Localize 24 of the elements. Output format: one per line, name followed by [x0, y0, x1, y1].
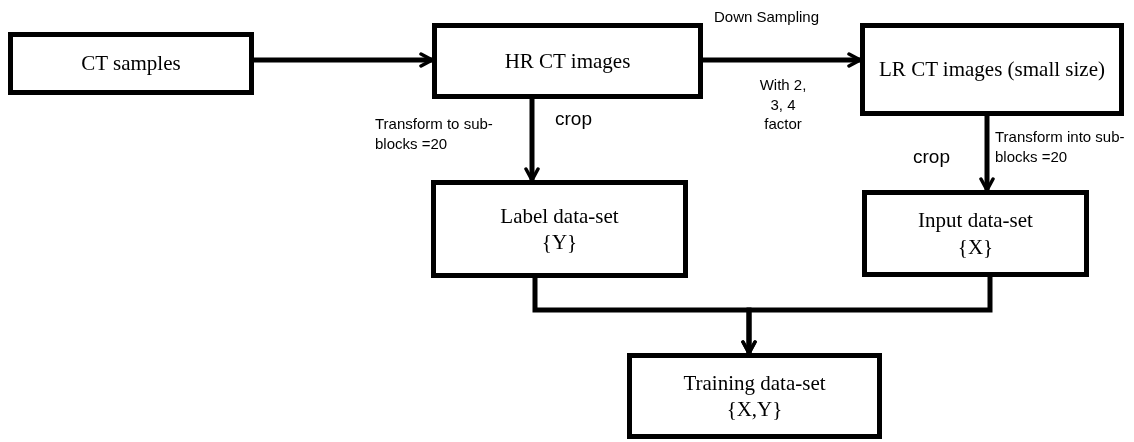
box-text: {X}	[957, 233, 994, 260]
annotation-text: Transform to sub-blocks =20	[375, 114, 494, 153]
process-box	[627, 353, 882, 439]
arrow	[524, 99, 540, 182]
process-box	[432, 23, 703, 99]
process-box	[860, 23, 1124, 116]
arrow	[979, 116, 995, 192]
box-text: CT samples	[81, 50, 181, 77]
process-box	[862, 190, 1089, 277]
arrow	[254, 52, 434, 68]
box-text: {Y}	[541, 229, 578, 256]
box-text: {X,Y}	[726, 396, 783, 423]
box-text: HR CT images	[504, 47, 631, 75]
box-text: Training data-set	[683, 369, 826, 396]
process-box	[8, 32, 254, 95]
edge-label: Down Sampling	[714, 8, 820, 25]
box-text: Input data-set	[918, 207, 1033, 234]
arrow	[703, 52, 862, 68]
box-text: LR CT images (small size)	[879, 56, 1105, 83]
annotation-text: With 2, 3, 4 factor	[758, 75, 808, 134]
process-box	[431, 180, 688, 278]
arrow	[741, 277, 993, 355]
box-text: Label data-set	[500, 202, 619, 229]
annotation-text: Transform into sub-blocks =20	[995, 127, 1126, 166]
